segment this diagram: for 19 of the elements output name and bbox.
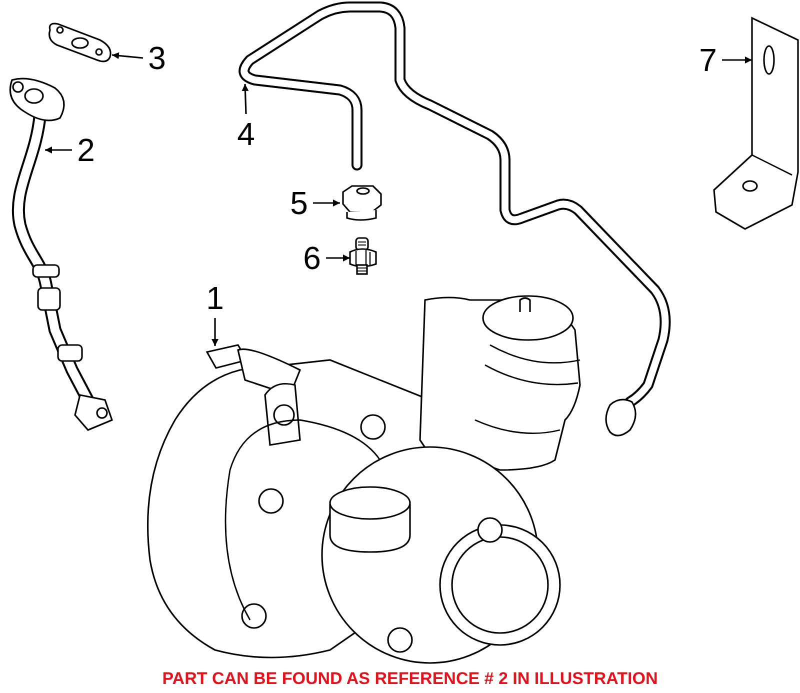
leader-line xyxy=(112,52,144,60)
gasket-drawing xyxy=(48,22,112,62)
callout-number: 6 xyxy=(300,240,324,276)
caption: PART CAN BE FOUND AS REFERENCE # 2 IN ILLUSTRATION xyxy=(161,668,659,690)
callout-number: 4 xyxy=(234,116,258,152)
oil-pipe-drawing xyxy=(9,78,113,431)
callout-number: 7 xyxy=(696,42,720,78)
callout-number: 3 xyxy=(145,40,169,76)
callout-number: 2 xyxy=(74,132,98,168)
leader-line xyxy=(313,200,340,206)
leader-line xyxy=(326,254,350,262)
hose-drawing xyxy=(238,2,671,436)
leader-line xyxy=(212,318,218,346)
leader-line xyxy=(45,146,72,154)
leader-line xyxy=(242,84,249,114)
nut-drawing xyxy=(342,185,382,221)
callout-number: 1 xyxy=(203,280,227,316)
leader-line xyxy=(722,56,752,64)
callout-number: 5 xyxy=(287,185,311,221)
